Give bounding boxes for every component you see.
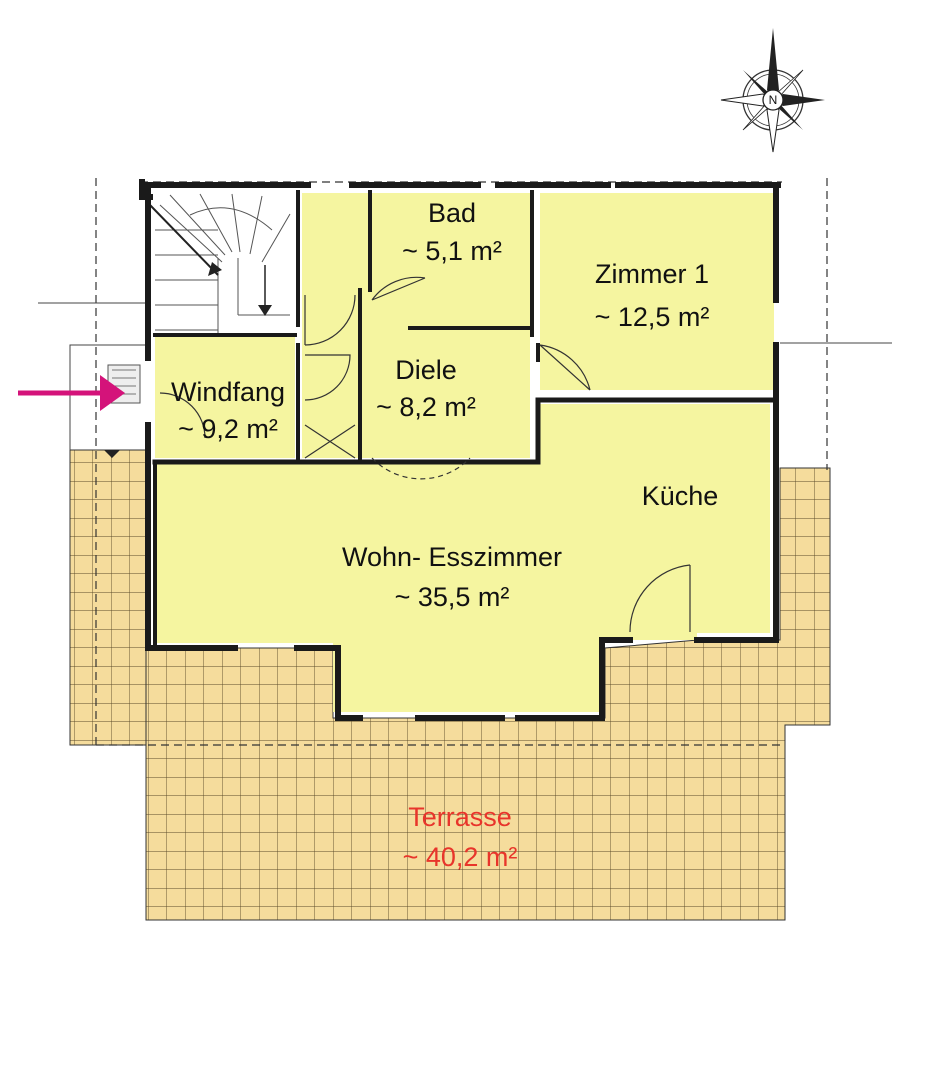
room-area-windfang: ~ 9,2 m² xyxy=(178,414,278,444)
compass-north-letter: N xyxy=(769,93,778,107)
staircase xyxy=(149,192,295,335)
door-swings xyxy=(159,276,691,633)
room-fill-windfang xyxy=(155,335,295,458)
room-fill-zimmer1 xyxy=(540,193,774,390)
room-area-zimmer1: ~ 12,5 m² xyxy=(595,302,710,332)
side-terrace-tiles xyxy=(69,449,147,746)
room-name-terrasse: Terrasse xyxy=(408,802,512,832)
room-fills xyxy=(155,193,774,712)
room-area-terrasse: ~ 40,2 m² xyxy=(403,842,518,872)
room-fill-diele xyxy=(360,328,530,458)
entrance-arrow-icon xyxy=(18,364,141,458)
room-fill-bad xyxy=(372,193,530,328)
room-area-bad: ~ 5,1 m² xyxy=(402,236,502,266)
room-labels: Bad ~ 5,1 m² Zimmer 1 ~ 12,5 m² Diele ~ … xyxy=(171,198,718,872)
room-area-wohnen: ~ 35,5 m² xyxy=(395,582,510,612)
room-fill-wohnen xyxy=(155,404,770,712)
compass-rose-icon: N xyxy=(720,28,825,153)
room-name-diele: Diele xyxy=(395,355,457,385)
room-area-diele: ~ 8,2 m² xyxy=(376,392,476,422)
terrace-tiles xyxy=(145,467,831,921)
walls xyxy=(139,179,781,721)
site-lines xyxy=(38,302,892,450)
room-name-windfang: Windfang xyxy=(171,377,285,407)
room-name-bad: Bad xyxy=(428,198,476,228)
room-name-kueche: Küche xyxy=(642,481,719,511)
room-name-zimmer1: Zimmer 1 xyxy=(595,259,709,289)
room-name-wohnen: Wohn- Esszimmer xyxy=(342,542,562,572)
